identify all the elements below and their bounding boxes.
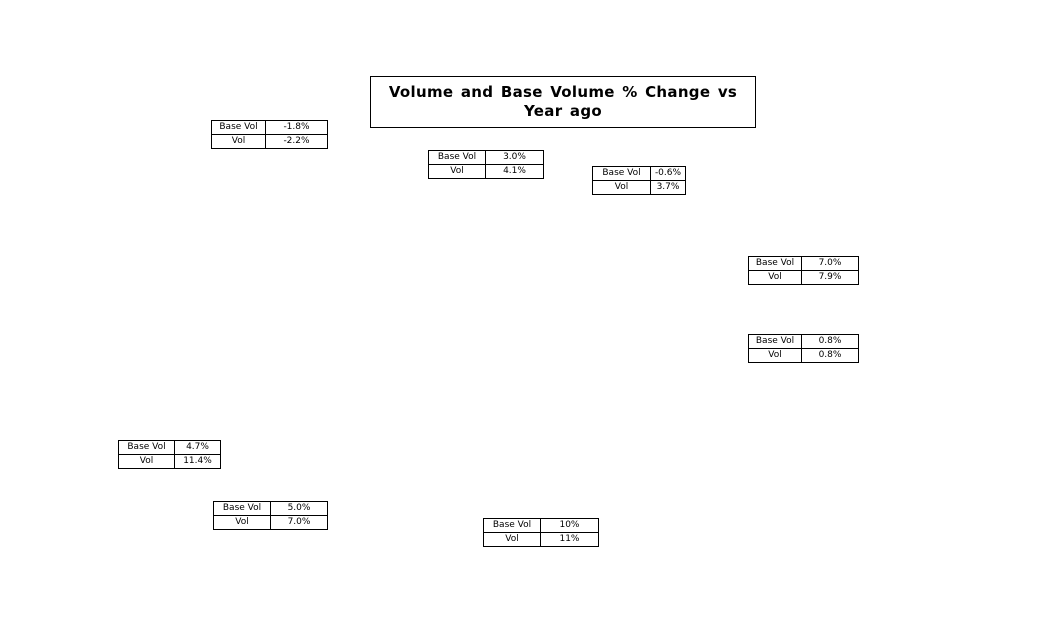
table-row: Base Vol -0.6% [593,167,685,180]
table-row: Base Vol 3.0% [429,151,543,164]
base-vol-value: 7.0% [801,257,858,270]
table-row: Vol 4.1% [429,164,543,178]
vol-value: -2.2% [265,135,327,148]
data-label-table-6: Base Vol 4.7% Vol 11.4% [118,440,221,469]
table-row: Vol 11% [484,532,598,546]
base-vol-value: -0.6% [650,167,685,180]
table-row: Vol 11.4% [119,454,220,468]
vol-label: Vol [231,136,246,146]
data-label-table-1: Base Vol -1.8% Vol -2.2% [211,120,328,149]
vol-label: Vol [505,534,519,544]
vol-value: 7.9% [801,271,858,284]
table-row: Base Vol 0.8% [749,335,858,348]
data-label-table-4: Base Vol 7.0% Vol 7.9% [748,256,859,285]
base-vol-value: 0.8% [801,335,858,348]
vol-value: 4.1% [485,165,543,178]
table-row: Vol -2.2% [212,134,327,148]
base-vol-label: Base Vol [602,168,641,178]
table-row: Base Vol 4.7% [119,441,220,454]
vol-label: Vol [768,350,782,360]
base-vol-label: Base Vol [219,122,258,132]
vol-value: 0.8% [801,349,858,362]
data-label-table-8: Base Vol 10% Vol 11% [483,518,599,547]
table-row: Vol 7.9% [749,270,858,284]
table-row: Vol 7.0% [214,515,327,529]
vol-label: Vol [235,517,249,527]
base-vol-value: 10% [540,519,598,532]
data-label-table-7: Base Vol 5.0% Vol 7.0% [213,501,328,530]
table-row: Base Vol -1.8% [212,121,327,134]
base-vol-label: Base Vol [755,258,795,268]
vol-value: 7.0% [270,516,327,529]
base-vol-label: Base Vol [492,520,532,530]
vol-value: 11.4% [174,455,220,468]
vol-label: Vol [139,456,154,466]
vol-value: 3.7% [650,181,685,194]
base-vol-label: Base Vol [127,442,166,452]
base-vol-value: 5.0% [270,502,327,515]
table-row: Base Vol 5.0% [214,502,327,515]
table-row: Base Vol 10% [484,519,598,532]
vol-label: Vol [768,272,782,282]
data-label-table-2: Base Vol 3.0% Vol 4.1% [428,150,544,179]
base-vol-value: -1.8% [265,121,327,134]
vol-label: Vol [614,182,629,192]
chart-title-box: Volume and Base Volume % Change vs Year … [370,76,756,128]
base-vol-label: Base Vol [222,503,262,513]
chart-title-line-2: Year ago [524,102,602,120]
base-vol-value: 4.7% [174,441,220,454]
base-vol-label: Base Vol [437,152,477,162]
vol-label: Vol [450,166,464,176]
base-vol-value: 3.0% [485,151,543,164]
chart-title-line-1: Volume and Base Volume % Change vs [388,83,738,101]
table-row: Vol 3.7% [593,180,685,194]
table-row: Vol 0.8% [749,348,858,362]
table-row: Base Vol 7.0% [749,257,858,270]
base-vol-label: Base Vol [755,336,795,346]
data-label-table-3: Base Vol -0.6% Vol 3.7% [592,166,686,195]
vol-value: 11% [540,533,598,546]
data-label-table-5: Base Vol 0.8% Vol 0.8% [748,334,859,363]
